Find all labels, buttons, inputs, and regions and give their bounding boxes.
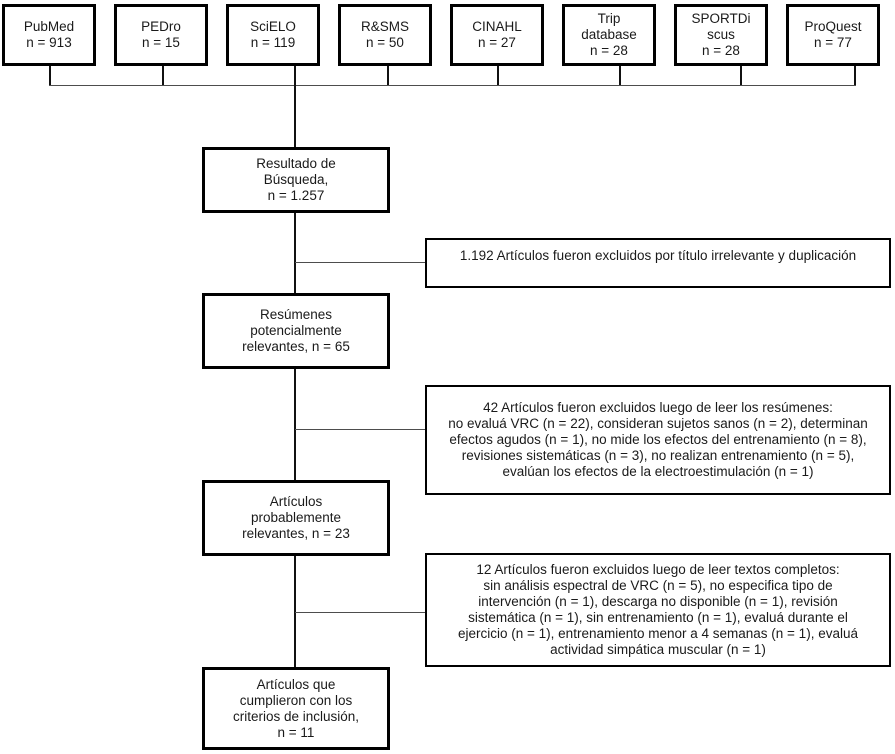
exclusion-box-abstracts: 42 Artículos fueron excluidos luego de l… bbox=[425, 385, 891, 495]
source-box-cinahl: CINAHL n = 27 bbox=[450, 4, 544, 66]
connector-line bbox=[619, 66, 621, 86]
exclusion-box-titles: 1.192 Artículos fueron excluidos por tít… bbox=[425, 238, 891, 288]
flow-box-search-results: Resultado de Búsqueda, n = 1.257 bbox=[202, 147, 390, 213]
connector-line bbox=[49, 66, 51, 86]
connector-line bbox=[162, 66, 164, 86]
connector-line bbox=[294, 66, 296, 86]
source-box-trip: Trip database n = 28 bbox=[562, 4, 656, 66]
source-box-rsms: R&SMS n = 50 bbox=[338, 4, 432, 66]
connector-line bbox=[295, 612, 425, 613]
connector-line bbox=[295, 429, 425, 430]
connector-line bbox=[294, 369, 296, 480]
source-box-sportdiscus: SPORTDi scus n = 28 bbox=[674, 4, 768, 66]
connector-line bbox=[294, 556, 296, 667]
source-box-proquest: ProQuest n = 77 bbox=[786, 4, 880, 66]
connector-line bbox=[49, 85, 856, 86]
connector-line bbox=[294, 85, 296, 147]
flow-box-included-articles: Artículos que cumplieron con los criteri… bbox=[202, 667, 390, 750]
flow-box-probably-relevant: Artículos probablemente relevantes, n = … bbox=[202, 480, 390, 556]
connector-line bbox=[295, 262, 425, 263]
connector-line bbox=[854, 66, 856, 86]
connector-line bbox=[497, 66, 499, 86]
exclusion-box-fulltext: 12 Artículos fueron excluidos luego de l… bbox=[425, 553, 891, 667]
source-box-pedro: PEDro n = 15 bbox=[114, 4, 208, 66]
connector-line bbox=[294, 213, 296, 293]
source-box-scielo: SciELO n = 119 bbox=[226, 4, 320, 66]
connector-line bbox=[387, 66, 389, 86]
source-box-pubmed: PubMed n = 913 bbox=[2, 4, 96, 66]
flow-box-relevant-abstracts: Resúmenes potencialmente relevantes, n =… bbox=[202, 293, 390, 369]
connector-line bbox=[740, 66, 742, 86]
